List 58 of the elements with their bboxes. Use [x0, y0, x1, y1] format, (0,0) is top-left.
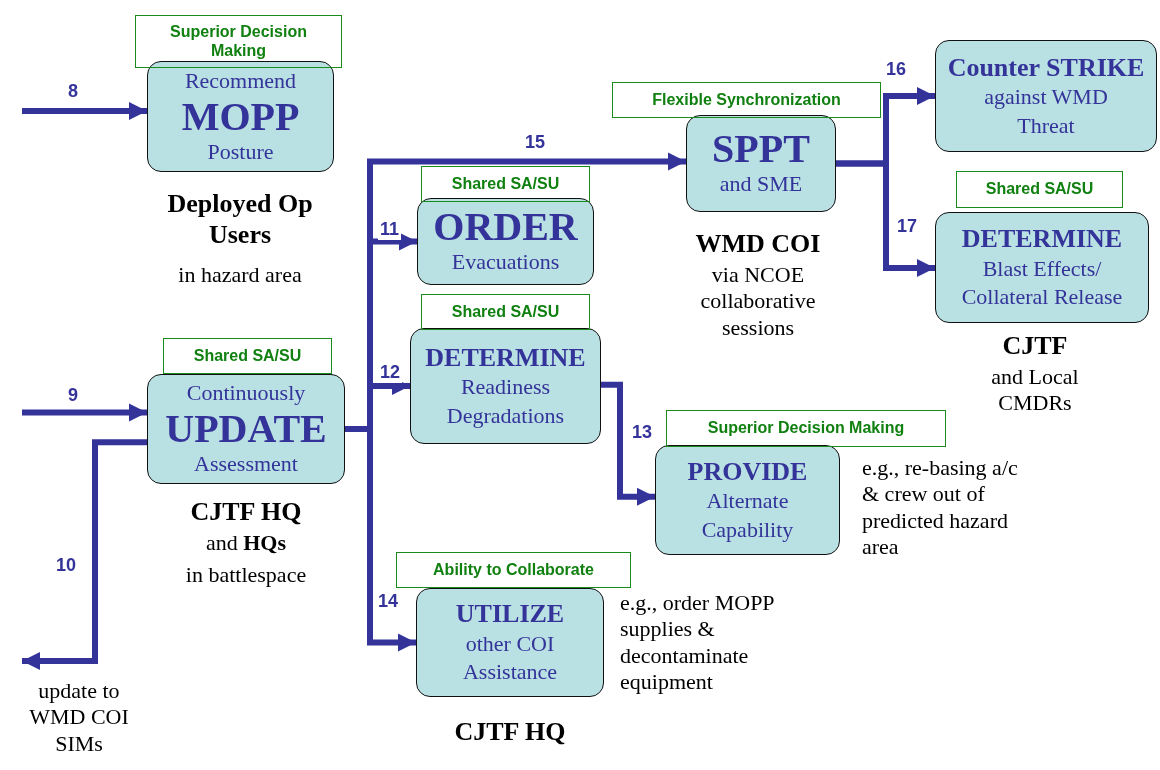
arrow — [22, 439, 147, 670]
process-box — [935, 212, 1149, 323]
box-text: Continuously — [186, 379, 306, 408]
caption-heading: CJTF — [1001, 330, 1069, 362]
caption-text: via NCOE collaborative sessions — [699, 262, 817, 342]
capability-tag: Shared SA/SU — [421, 294, 590, 330]
arrow — [601, 381, 655, 506]
edge-label: 12 — [378, 363, 403, 383]
caption-heading: CJTF HQ — [453, 716, 567, 748]
box-title: PROVIDE — [687, 455, 808, 487]
box-text: and SME — [719, 170, 803, 199]
box-title: UPDATE — [165, 408, 327, 450]
capability-tag: Ability to Collaborate — [396, 552, 631, 588]
arrow — [836, 160, 935, 277]
caption-text: in battlespace — [184, 562, 308, 589]
edge-label: 11 — [378, 220, 402, 240]
box-text: Evacuations — [451, 248, 560, 277]
box-title: DETERMINE — [961, 223, 1123, 255]
box-title: Counter STRIKE — [947, 51, 1145, 83]
box-text: Alternate Capability — [700, 487, 795, 544]
box-text: Assessment — [194, 450, 298, 478]
process-box — [147, 61, 334, 172]
process-box — [686, 115, 836, 212]
process-box — [147, 374, 345, 484]
capability-tag: Shared SA/SU — [956, 171, 1123, 208]
box-title: MOPP — [181, 95, 300, 138]
box-text: against WMD Threat — [983, 83, 1109, 140]
capability-tag: Superior Decision Making — [135, 15, 342, 68]
caption-text: and Local CMDRs — [990, 364, 1080, 417]
box-title: ORDER — [433, 206, 578, 249]
box-text: Posture — [207, 137, 274, 166]
box-text: Blast Effects/ Collateral Release — [960, 254, 1124, 312]
caption-heading: Deployed Op Users — [166, 188, 314, 251]
capability-tag: Superior Decision Making — [666, 410, 946, 447]
caption-heading: CJTF HQ — [189, 496, 303, 528]
process-box — [655, 445, 840, 555]
capability-tag: Shared SA/SU — [163, 338, 332, 374]
capability-tag: Flexible Synchronization — [612, 82, 881, 118]
destination-text: update to WMD COI SIMs — [8, 652, 150, 768]
box-title: DETERMINE — [425, 341, 586, 373]
process-box — [416, 588, 604, 697]
box-title: UTILIZE — [455, 598, 565, 630]
process-box — [410, 328, 601, 444]
arrow — [345, 152, 686, 432]
caption-text: e.g., re-basing a/c & crew out of predicted hazard area — [862, 455, 1019, 561]
caption-text: in hazard area — [177, 262, 303, 289]
box-title: SPPT — [712, 128, 810, 171]
capability-tag: Shared SA/SU — [421, 166, 590, 202]
caption-text: e.g., order MOPP supplies & decontaminate equipment — [620, 590, 775, 696]
box-text: other COI Assistance — [461, 629, 559, 687]
process-box — [935, 40, 1157, 152]
caption-text: and HQs — [204, 530, 288, 557]
arrow — [22, 101, 147, 120]
box-text: Recommend — [184, 66, 297, 95]
caption-heading: WMD COI — [694, 228, 822, 260]
process-box — [417, 198, 594, 285]
arrow — [22, 403, 147, 422]
box-text: Readiness Degradations — [445, 373, 566, 430]
